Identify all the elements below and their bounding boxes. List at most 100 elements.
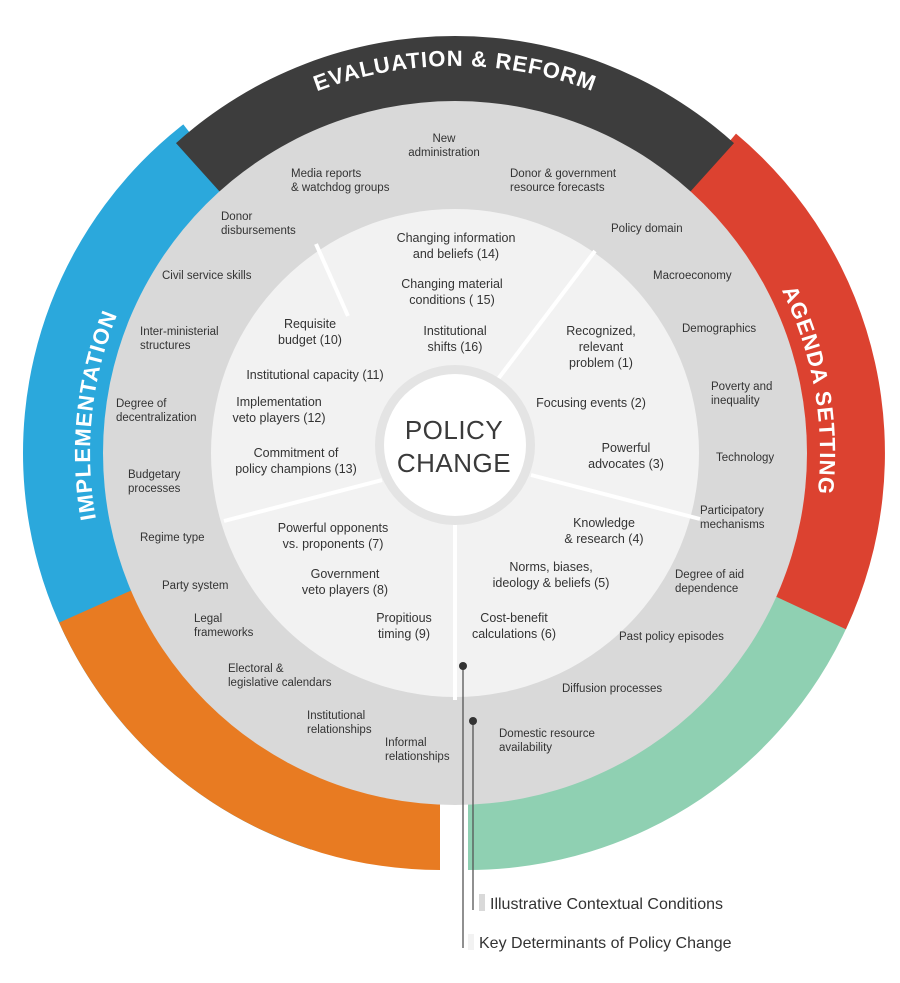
contextual-condition-label-line: decentralization [116,412,197,424]
determinant-divider-5 [223,478,383,523]
determinant-label-line: Powerful opponents [278,521,389,535]
determinant-label-line: Requisite [284,317,336,331]
contextual-condition-label-line: structures [140,340,191,352]
contextual-condition-label: Legal frameworks [194,613,254,639]
contextual-condition-label: Electoral & legislative calendars [228,663,332,689]
contextual-condition-label-line: Degree of aid [675,569,744,581]
contextual-condition-label-line: New [432,133,456,145]
determinant-label-line: Commitment of [254,446,339,460]
contextual-condition-label: Informal relationships [385,737,450,763]
contextual-condition-label-line: Demographics [682,323,756,335]
contextual-condition-label-line: Past policy episodes [619,631,724,643]
legend-contextual-swatch [479,894,485,911]
determinant-label: Focusing events (2) [536,396,646,410]
determinant-label-line: & research (4) [564,532,643,546]
determinant-label-line: conditions ( 15) [409,293,494,307]
contextual-condition-label-line: Donor [221,211,252,223]
determinant-label: Implementation veto players (12) [232,395,325,425]
contextual-condition-label: Diffusion processes [562,683,662,695]
contextual-condition-label-line: dependence [675,583,738,595]
contextual-condition-label-line: Domestic resource [499,728,595,740]
determinant-label-line: calculations (6) [472,627,556,641]
contextual-condition-label-line: Policy domain [611,223,683,235]
contextual-condition-label: Regime type [140,532,205,544]
contextual-condition-label: Civil service skills [162,270,252,282]
contextual-condition-label-line: Regime type [140,532,205,544]
determinant-label-line: Powerful [602,441,651,455]
contextual-condition-label-line: Institutional [307,710,365,722]
contextual-condition-label-line: Electoral & [228,663,284,675]
legend-key-dot [459,662,467,670]
contextual-condition-label-line: administration [408,147,480,159]
contextual-condition-label-line: Party system [162,580,228,592]
contextual-condition-label-line: & watchdog groups [291,182,390,194]
contextual-condition-label-line: relationships [385,751,450,763]
determinant-label-line: Implementation [236,395,322,409]
contextual-condition-label-line: frameworks [194,627,254,639]
determinant-label-line: timing (9) [378,627,430,641]
determinant-label-line: Norms, biases, [509,560,592,574]
center-title-line2: CHANGE [397,448,511,478]
determinant-label-line: Cost-benefit [480,611,548,625]
determinant-label: Propitious timing (9) [376,611,432,641]
determinant-label-line: advocates (3) [588,457,664,471]
contextual-condition-label-line: Diffusion processes [562,683,662,695]
determinant-label: Requisite budget (10) [278,317,342,347]
contextual-condition-label: Technology [716,452,774,464]
contextual-condition-label-line: mechanisms [700,519,765,531]
determinant-label-line: ideology & beliefs (5) [493,576,610,590]
determinant-label: Powerful advocates (3) [588,441,664,471]
contextual-condition-label: Degree of aid dependence [675,569,744,595]
contextual-condition-label-line: Technology [716,452,774,464]
contextual-condition-label: New administration [408,133,480,159]
contextual-condition-label-line: Civil service skills [162,270,252,282]
contextual-condition-label: Macroeconomy [653,270,732,282]
determinant-label-line: Propitious [376,611,432,625]
determinant-label: Cost-benefit calculations (6) [472,611,556,641]
contextual-condition-label-line: Donor & government [510,168,617,180]
determinant-label-line: Institutional [423,324,486,338]
contextual-condition-label-line: Poverty and [711,381,772,393]
contextual-condition-label-line: Informal [385,737,427,749]
determinant-label-line: budget (10) [278,333,342,347]
contextual-condition-label-line: Participatory [700,505,764,517]
determinant-label: Institutional shifts (16) [423,324,486,354]
contextual-condition-label: Party system [162,580,228,592]
determinant-divider-1 [314,243,350,317]
contextual-condition-label-line: Degree of [116,398,167,410]
contextual-condition-label-line: legislative calendars [228,677,332,689]
determinant-label-line: veto players (12) [232,411,325,425]
contextual-condition-label-line: Media reports [291,168,362,180]
determinant-label-line: Focusing events (2) [536,396,646,410]
contextual-condition-label-line: processes [128,483,181,495]
determinant-label-line: shifts (16) [428,340,483,354]
contextual-condition-label: Demographics [682,323,756,335]
contextual-condition-label: Policy domain [611,223,683,235]
stage-arc-agenda [680,133,885,630]
contextual-condition-label-line: inequality [711,395,760,407]
determinant-label: Norms, biases, ideology & beliefs (5) [493,560,610,590]
legend-contextual-label: Illustrative Contextual Conditions [490,896,723,913]
determinant-divider-3 [530,473,701,521]
contextual-condition-label: Participatory mechanisms [700,505,765,531]
determinant-label-line: problem (1) [569,356,633,370]
contextual-condition-label-line: Legal [194,613,222,625]
determinant-label-line: Knowledge [573,516,635,530]
center-title-line1: POLICY [405,415,503,445]
determinant-label-line: and beliefs (14) [413,247,499,261]
determinant-label-line: Government [311,567,380,581]
determinant-label-line: relevant [579,340,624,354]
